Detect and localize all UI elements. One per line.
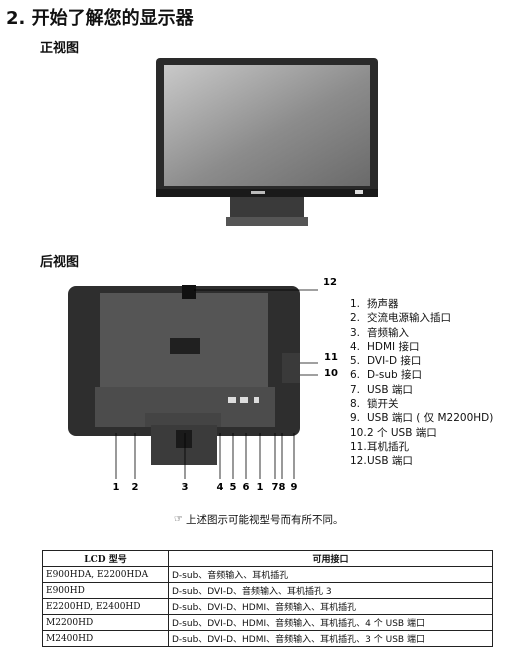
rear-logo-plate [170, 338, 200, 354]
table-row: M2400HD D-sub、DVI-D、HDMI、音频输入、耳机插孔、3 个 U… [42, 630, 493, 647]
front-view-heading: 正视图 [40, 41, 80, 56]
callout-bottom-8: 8 [279, 482, 286, 493]
rear-view-heading: 后视图 [40, 255, 80, 270]
legend-item: 8.锁开关 [350, 398, 399, 411]
monitor-rear-illustration: 12 11 10 1 2 3 4 5 6 1 7 8 9 [68, 277, 338, 493]
note: ☞ 上述图示可能视型号而有所不同。 [174, 512, 343, 527]
pointing-hand-icon: ☞ [174, 514, 183, 525]
top-usb-port-icon [182, 285, 196, 299]
table-row: E900HDA, E2200HDA D-sub、音频输入、耳机插孔 [42, 566, 493, 583]
dvi-port-icon [240, 397, 248, 403]
column-header-model: LCD 型号 [42, 550, 169, 567]
legend-item: 10.2 个 USB 端口 [350, 426, 437, 439]
legend-item: 9.USB 端口 ( 仅 M2200HD) [350, 412, 494, 425]
monitor-stand-base [226, 217, 308, 226]
page-title: 2. 开始了解您的显示器 [6, 8, 194, 29]
callout-bottom-1: 1 [113, 482, 120, 493]
legend-item: 7.USB 端口 [350, 383, 413, 396]
cell-interfaces: D-sub、音频输入、耳机插孔 [168, 566, 493, 583]
callout-10: 10 [324, 368, 338, 379]
usb-port-icon [254, 397, 259, 403]
model-interface-table: LCD 型号 可用接口 E900HDA, E2200HDA D-sub、音频输入… [42, 550, 493, 647]
monitor-screen [164, 65, 370, 186]
legend-item: 11.耳机插孔 [350, 440, 409, 453]
callout-bottom-5: 5 [230, 482, 237, 493]
cell-model: M2200HD [42, 614, 169, 631]
side-port-cover [282, 353, 300, 383]
callout-bottom-1b: 1 [257, 482, 264, 493]
cell-model: E900HD [42, 582, 169, 599]
cell-model: M2400HD [42, 630, 169, 647]
callout-12: 12 [323, 277, 337, 288]
legend-item: 3.音频输入 [350, 326, 409, 339]
brand-logo-icon [251, 191, 265, 194]
column-header-interfaces: 可用接口 [168, 550, 493, 567]
stand-mount [145, 413, 221, 427]
table-header-row: LCD 型号 可用接口 [42, 550, 493, 567]
monitor-stand-neck [230, 197, 304, 219]
cell-interfaces: D-sub、DVI-D、音频输入、耳机插孔 3 [168, 582, 493, 599]
cell-model: E900HDA, E2200HDA [42, 566, 169, 583]
cell-interfaces: D-sub、DVI-D、HDMI、音频输入、耳机插孔 [168, 598, 493, 615]
legend-item: 6.D-sub 接口 [350, 369, 423, 382]
legend-item: 4.HDMI 接口 [350, 340, 420, 353]
callout-bottom-4: 4 [217, 482, 224, 493]
callout-bottom-7: 7 [272, 482, 279, 493]
cell-interfaces: D-sub、DVI-D、HDMI、音频输入、耳机插孔、3 个 USB 端口 [168, 630, 493, 647]
callout-11: 11 [324, 352, 338, 363]
legend-item: 5.DVI-D 接口 [350, 355, 422, 368]
callout-bottom-6: 6 [243, 482, 250, 493]
port-legend: 1.扬声器 2.交流电源输入插口 3.音频输入 4.HDMI 接口 5.DVI-… [350, 297, 493, 469]
cell-interfaces: D-sub、DVI-D、HDMI、音频输入、耳机插孔、4 个 USB 端口 [168, 614, 493, 631]
table-row: M2200HD D-sub、DVI-D、HDMI、音频输入、耳机插孔、4 个 U… [42, 614, 493, 631]
table-row: E2200HD, E2400HD D-sub、DVI-D、HDMI、音频输入、耳… [42, 598, 493, 615]
legend-item: 1.扬声器 [350, 298, 399, 310]
legend-item: 12.USB 端口 [350, 455, 413, 468]
table-row: E900HD D-sub、DVI-D、音频输入、耳机插孔 3 [42, 582, 493, 599]
monitor-front-illustration [156, 58, 378, 226]
note-text: 上述图示可能视型号而有所不同。 [185, 514, 344, 526]
power-button-icon [355, 190, 363, 194]
cell-model: E2200HD, E2400HD [42, 598, 169, 615]
callout-bottom-2: 2 [132, 482, 139, 493]
callout-bottom-3: 3 [182, 482, 189, 493]
callout-bottom-9: 9 [291, 482, 298, 493]
legend-item: 2.交流电源输入插口 [350, 312, 451, 325]
cable-clip [176, 430, 192, 448]
hdmi-port-icon [228, 397, 236, 403]
